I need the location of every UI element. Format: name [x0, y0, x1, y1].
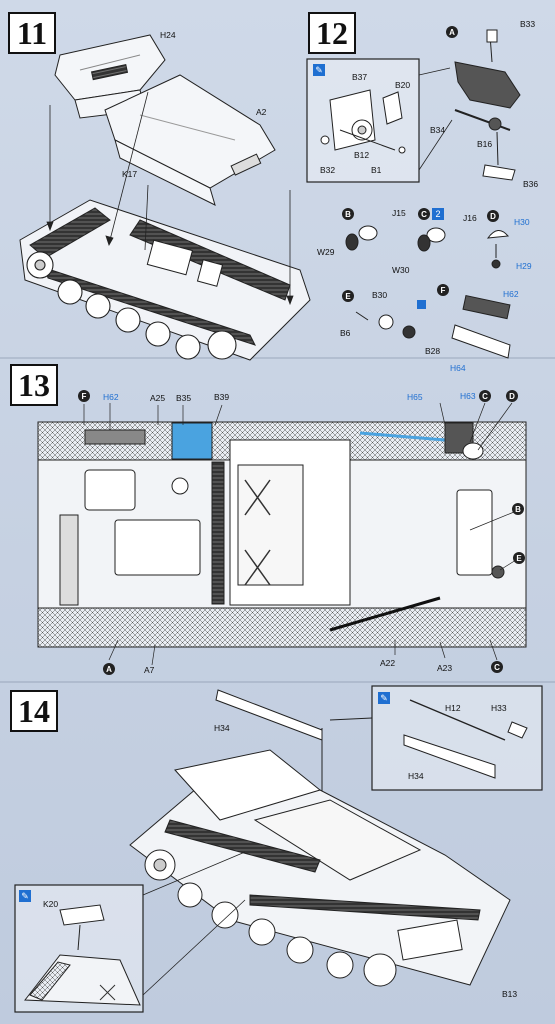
step13-leader-lines: [83, 402, 517, 666]
part-label: B36: [523, 179, 539, 189]
cement-icon: 2: [432, 208, 444, 220]
step11-arrows: [46, 91, 294, 306]
part-label: B39: [214, 392, 230, 402]
part-label: B33: [520, 19, 536, 29]
callout-c: C: [418, 208, 430, 220]
callout-e: E: [342, 290, 354, 302]
glue-icon: ✎: [378, 692, 390, 704]
step11-superstructure: [104, 74, 276, 206]
callout-d: D: [506, 390, 518, 402]
cement-icon: [417, 300, 426, 309]
callout-c: C: [479, 390, 491, 402]
part-label: A25: [150, 393, 166, 403]
part-label: H33: [491, 703, 507, 713]
part-label: K17: [122, 169, 138, 179]
callout-f: F: [437, 284, 449, 296]
part-label: H30: [514, 217, 530, 227]
step13-hull-top: [37, 421, 527, 648]
part-label: A2: [256, 107, 267, 117]
callout-a: A: [446, 26, 458, 38]
step-number-12: 12: [308, 12, 356, 54]
part-label: B28: [425, 346, 441, 356]
glue-icon: ✎: [313, 64, 325, 76]
callout-a: A: [103, 663, 115, 675]
part-label: H62: [103, 392, 119, 402]
part-label: B35: [176, 393, 192, 403]
part-label: H34: [214, 723, 230, 733]
part-label: B32: [320, 165, 336, 175]
part-label: H29: [516, 261, 532, 271]
part-label: B13: [502, 989, 518, 999]
part-label: H34: [408, 771, 424, 781]
callout-b: B: [512, 503, 524, 515]
step-number-11: 11: [8, 12, 56, 54]
part-label: B30: [372, 290, 388, 300]
part-label: H12: [445, 703, 461, 713]
part-label: H24: [160, 30, 176, 40]
part-label: W30: [392, 265, 410, 275]
part-label: B34: [430, 125, 446, 135]
step12-subparts: [345, 225, 511, 359]
part-label: H62: [503, 289, 519, 299]
step12-inset-parts: [320, 89, 406, 154]
step11-wheels: [26, 251, 237, 360]
callout-f: F: [78, 390, 90, 402]
callout-d: D: [487, 210, 499, 222]
part-label: A22: [380, 658, 396, 668]
part-label: J15: [392, 208, 406, 218]
callout-c: C: [491, 661, 503, 673]
step14-inset-box: [371, 685, 543, 791]
callout-b: B: [342, 208, 354, 220]
part-label: B16: [477, 139, 493, 149]
part-label: B12: [354, 150, 370, 160]
step12-main-assembly: [454, 29, 521, 181]
part-label: W29: [317, 247, 335, 257]
part-label: A7: [144, 665, 155, 675]
part-label: A23: [437, 663, 453, 673]
step-number-14: 14: [10, 690, 58, 732]
step14-inset-parts: [24, 904, 141, 1006]
glue-icon: ✎: [19, 890, 31, 902]
part-label: B1: [371, 165, 382, 175]
part-label: H65: [407, 392, 423, 402]
step14-vehicle: [129, 749, 511, 987]
callout-e: E: [513, 552, 525, 564]
step-number-13: 13: [10, 364, 58, 406]
step11-hull: [19, 199, 311, 361]
part-label: B37: [352, 72, 368, 82]
part-label: B6: [340, 328, 351, 338]
part-label: K20: [43, 899, 59, 909]
part-label: B20: [395, 80, 411, 90]
part-label: H63: [460, 391, 476, 401]
part-label: J16: [463, 213, 477, 223]
part-label: H64: [450, 363, 466, 373]
